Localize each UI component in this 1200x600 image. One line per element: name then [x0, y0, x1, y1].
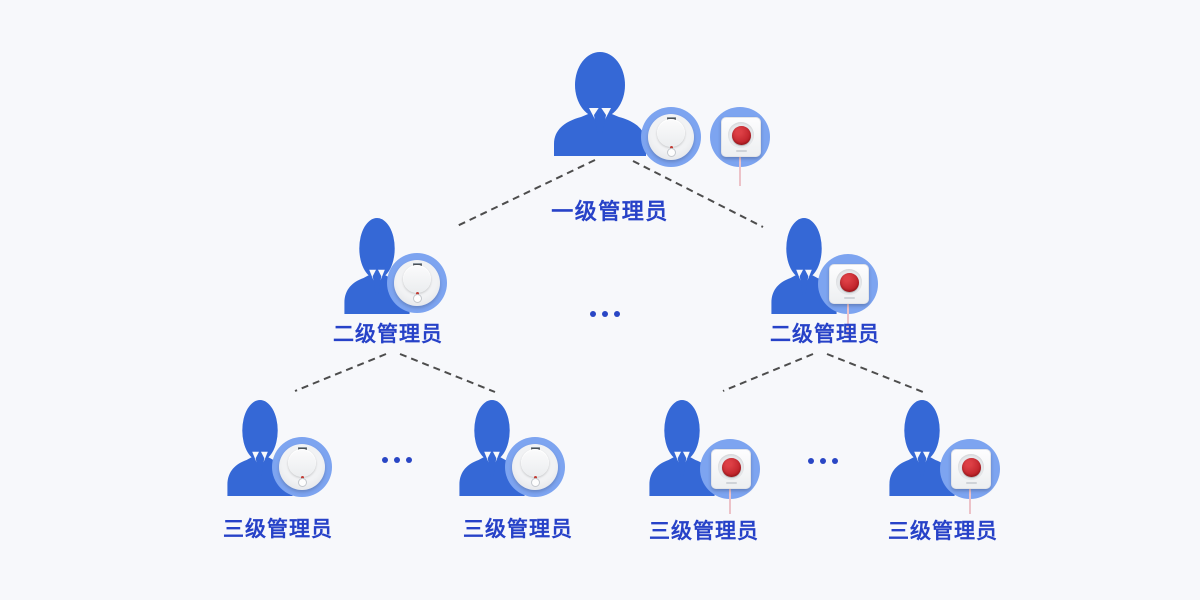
edge-level2right-level3c	[722, 353, 814, 392]
node-label-level2-right: 二级管理员	[770, 323, 880, 346]
dial-indicator-dot	[669, 146, 673, 149]
dial-bottom-ring	[297, 478, 307, 487]
ellipsis-icon-bottom-right	[808, 458, 838, 464]
pull-cord	[729, 486, 731, 514]
person-icon-level1	[552, 52, 648, 156]
edge-level2right-level3d	[826, 353, 924, 393]
edge-level2left-level3b	[399, 353, 496, 393]
pull-button-badge-level1	[710, 107, 770, 186]
red-button	[961, 457, 981, 477]
dial-device-badge-level3-b	[505, 437, 565, 497]
pull-cord	[969, 486, 971, 514]
pull-cord	[739, 154, 741, 186]
button-caption-line	[725, 482, 737, 484]
node-label-level3-b: 三级管理员	[463, 518, 573, 541]
edge-level2left-level3a	[294, 353, 387, 392]
pull-button-badge-level3-c	[700, 439, 760, 514]
emergency-button-icon	[829, 264, 869, 304]
dial-knob	[403, 265, 431, 294]
dial-knob	[657, 119, 685, 148]
dial-device-icon	[512, 444, 558, 490]
pull-button-badge-level2-right	[818, 254, 878, 338]
dial-device-icon	[394, 260, 440, 306]
dial-bottom-ring	[412, 294, 422, 303]
dial-device-icon	[279, 444, 325, 490]
node-label-level3-c: 三级管理员	[649, 520, 759, 543]
dial-device-badge-level3-a	[272, 437, 332, 497]
dial-indicator-dot	[300, 476, 304, 479]
node-label-level3-a: 三级管理员	[223, 518, 333, 541]
dial-indicator-dot	[415, 292, 419, 295]
dial-indicator-dot	[533, 476, 537, 479]
ellipsis-icon-center	[590, 311, 620, 317]
red-button	[839, 272, 859, 292]
red-button	[731, 125, 751, 145]
emergency-button-icon	[951, 449, 991, 489]
emergency-button-icon	[721, 117, 761, 157]
dial-device-badge-level2-left	[387, 253, 447, 313]
dial-knob	[288, 449, 316, 478]
dial-bottom-ring	[666, 148, 676, 157]
pull-button-badge-level3-d	[940, 439, 1000, 514]
dial-device-badge-level1	[641, 107, 701, 167]
dial-device-icon	[648, 114, 694, 160]
node-label-level1: 一级管理员	[551, 199, 669, 224]
button-caption-line	[735, 150, 747, 152]
button-caption-line	[843, 297, 855, 299]
dial-bottom-ring	[530, 478, 540, 487]
pull-cord	[847, 301, 849, 338]
dial-knob	[521, 449, 549, 478]
emergency-button-icon	[711, 449, 751, 489]
node-label-level3-d: 三级管理员	[888, 520, 998, 543]
ellipsis-icon-bottom-left	[382, 457, 412, 463]
button-caption-line	[965, 482, 977, 484]
node-label-level2-left: 二级管理员	[333, 323, 443, 346]
red-button	[721, 457, 741, 477]
